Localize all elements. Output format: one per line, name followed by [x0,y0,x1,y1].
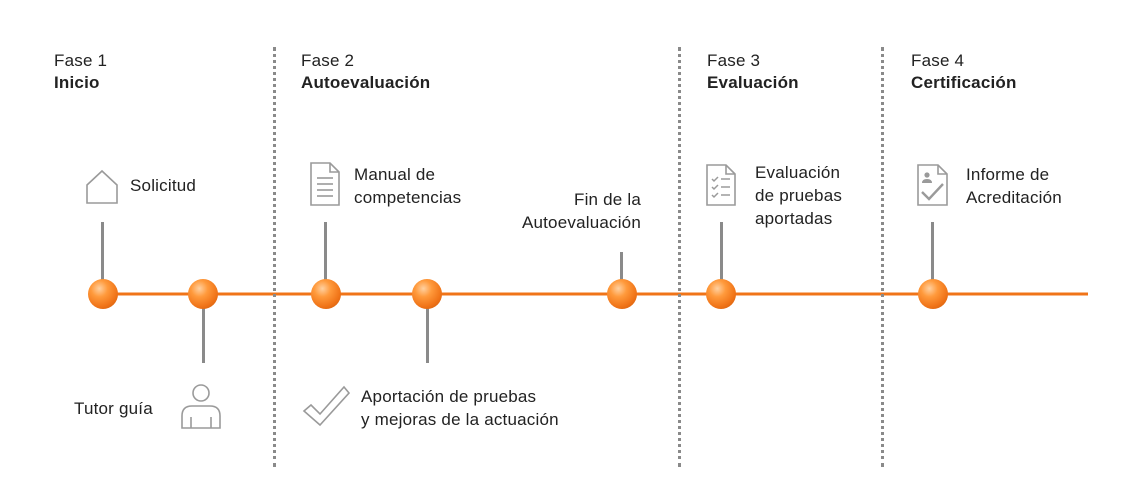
connector-line [101,222,104,282]
timeline-node [918,279,948,309]
phase-name: Autoevaluación [301,73,431,92]
timeline-node [188,279,218,309]
phase-name: Evaluación [707,73,799,92]
phase-divider [881,47,884,467]
timeline-node [311,279,341,309]
label-line: Fin de la [573,190,641,209]
connector-line [324,222,327,282]
phase-name: Inicio [54,73,100,92]
label-line: Informe de [966,165,1050,184]
label-line: Autoevaluación [521,213,641,232]
milestone-label-aportacion: Aportación de pruebas y mejoras de la ac… [361,385,559,431]
label-line: de pruebas [755,186,843,205]
milestone-label-tutor: Tutor guía [74,397,153,420]
phase-number: Fase 3 [707,51,761,70]
phase-name: Certificación [911,73,1017,92]
phase-1-header: Fase 1 Inicio [54,50,107,94]
label-line: Solicitud [130,176,197,195]
phase-divider [678,47,681,467]
milestone-label-evaluacion: Evaluación de pruebas aportadas [755,161,842,230]
label-line: competencias [354,188,462,207]
connector-line [620,252,623,282]
connector-line [931,222,934,282]
label-line: Tutor guía [74,399,153,418]
timeline-node [88,279,118,309]
label-line: Manual de [354,165,436,184]
timeline-node [607,279,637,309]
connector-line [720,222,723,282]
phase-number: Fase 2 [301,51,355,70]
phase-number: Fase 4 [911,51,965,70]
house-icon [84,168,120,206]
label-line: Aportación de pruebas [361,387,537,406]
phase-4-header: Fase 4 Certificación [911,50,1017,94]
phase-divider [273,47,276,467]
phase-3-header: Fase 3 Evaluación [707,50,799,94]
document-icon [309,161,341,207]
connector-line [202,306,205,363]
connector-line [426,306,429,363]
milestone-label-fin: Fin de la Autoevaluación [503,188,641,234]
timeline-node [412,279,442,309]
label-line: y mejoras de la actuación [361,410,559,429]
label-line: Acreditación [966,188,1062,207]
label-line: Evaluación [755,163,841,182]
person-icon [179,382,223,430]
checkmark-icon [302,384,350,428]
certificate-icon [916,163,950,207]
phase-2-header: Fase 2 Autoevaluación [301,50,430,94]
milestone-label-informe: Informe de Acreditación [966,163,1062,209]
phase-number: Fase 1 [54,51,108,70]
milestone-label-solicitud: Solicitud [130,174,196,197]
checklist-icon [705,163,737,207]
milestone-label-manual: Manual de competencias [354,163,461,209]
label-line: aportadas [755,209,833,228]
timeline-node [706,279,736,309]
